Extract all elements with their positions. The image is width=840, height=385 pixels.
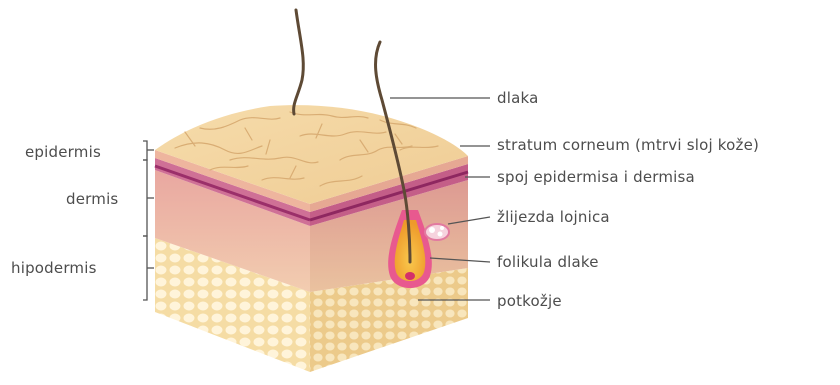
label-dlaka: dlaka — [497, 89, 539, 107]
label-dermis: dermis — [66, 190, 118, 208]
label-epidermis: epidermis — [25, 143, 101, 161]
label-zlijezda: žlijezda lojnica — [497, 208, 610, 226]
label-potkozje: potkožje — [497, 292, 562, 310]
sebaceous-gland — [425, 224, 449, 240]
label-hipodermis: hipodermis — [11, 259, 97, 277]
label-folikula: folikula dlake — [497, 253, 599, 271]
label-spoj: spoj epidermisa i dermisa — [497, 168, 695, 186]
label-stratum-corneum: stratum corneum (mtrvi sloj kože) — [497, 136, 759, 154]
hair-left — [294, 10, 304, 114]
hair-papilla — [405, 272, 415, 280]
